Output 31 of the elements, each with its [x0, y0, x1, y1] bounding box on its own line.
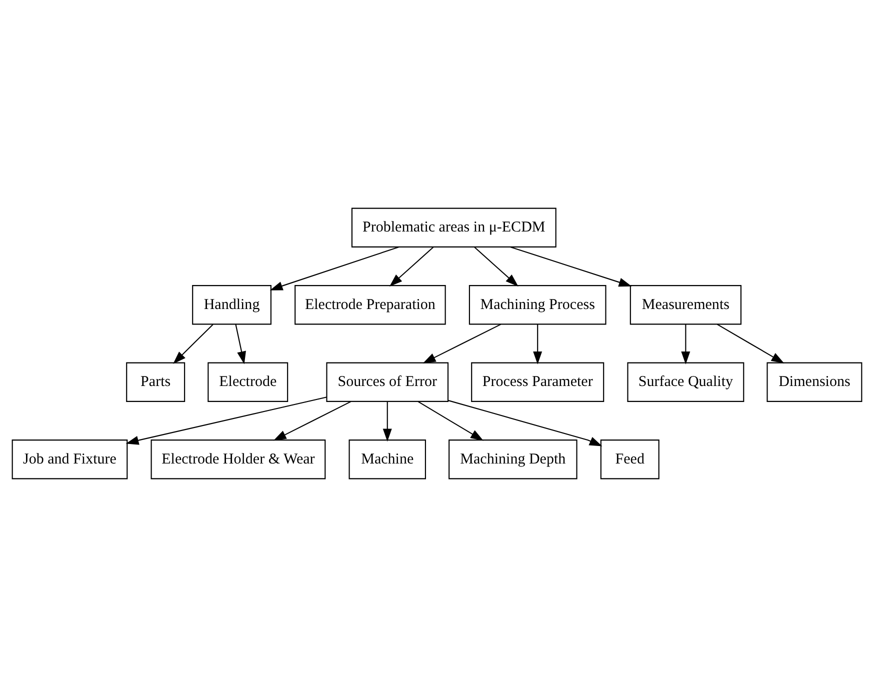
arrow [474, 246, 518, 287]
node-box: Dimensions [766, 362, 862, 402]
node-box: Electrode Preparation [294, 285, 446, 325]
node-box: Electrode Holder & Wear [150, 440, 326, 480]
node-box: Parts [126, 362, 186, 402]
arrow [422, 324, 502, 364]
node-box: Feed [600, 440, 660, 480]
arrow [716, 324, 784, 364]
node-box: Machining Depth [448, 440, 578, 480]
arrow [173, 324, 214, 364]
node-box: Machining Process [468, 285, 606, 325]
node-box: Measurements [630, 285, 742, 325]
arrow [533, 324, 542, 364]
node-box: Sources of Error [326, 362, 449, 402]
node-box: Handling [192, 285, 272, 325]
arrow [448, 400, 602, 446]
arrow [418, 401, 484, 441]
node-box: Surface Quality [627, 362, 744, 402]
arrow [126, 396, 327, 445]
node-box: Job and Fixture [12, 440, 128, 480]
arrow [681, 324, 690, 364]
arrow [235, 324, 246, 364]
arrow [270, 246, 400, 290]
arrow [510, 246, 632, 287]
arrow [382, 402, 392, 442]
node-box: Electrode [208, 362, 288, 402]
node-box: Problematic areas in μ-ECDM [351, 208, 556, 248]
node-box: Process Parameter [471, 362, 604, 402]
node-box: Machine [348, 440, 426, 480]
arrow [389, 246, 434, 287]
arrow [273, 401, 352, 441]
